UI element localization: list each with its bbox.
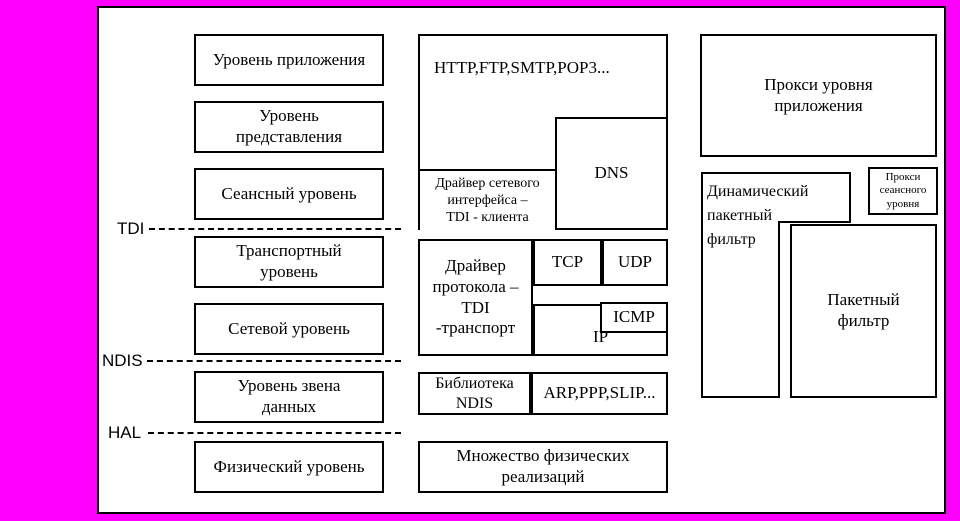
boundary-label-hal: HAL <box>108 423 142 442</box>
osi-layer-transport: Транспортный уровень <box>194 236 384 288</box>
impl-net-interface-driver: Драйвер сетевого интерфейса – TDI - клие… <box>418 169 555 230</box>
security-dynamic-filter-label: Динамический пакетный фильтр <box>707 183 809 248</box>
security-packet-filter: Пакетный фильтр <box>790 224 937 398</box>
impl-ndis-library: Библиотека NDIS <box>418 372 531 415</box>
boundary-label-tdi: TDI <box>117 219 145 238</box>
osi-layer-datalink: Уровень звена данных <box>194 371 384 423</box>
impl-physical-realizations: Множество физических реализаций <box>418 441 668 493</box>
diagram-panel: Уровень приложения Уровень представления… <box>97 6 946 514</box>
security-dynamic-filter-upper <box>701 172 851 221</box>
impl-tcp: TCP <box>533 239 602 286</box>
impl-dns: DNS <box>555 117 668 230</box>
boundary-rule-hal <box>148 432 401 434</box>
security-session-proxy: Прокси сеансного уровня <box>868 167 938 215</box>
osi-layer-application: Уровень приложения <box>194 34 384 86</box>
security-app-proxy: Прокси уровня приложения <box>700 34 937 157</box>
security-dynamic-filter-lower <box>701 221 780 398</box>
osi-layer-presentation: Уровень представления <box>194 101 384 153</box>
impl-protocol-driver: Драйвер протокола – TDI -транспорт <box>418 239 533 356</box>
boundary-label-ndis: NDIS <box>102 351 143 370</box>
security-dynamic-filter-notch <box>778 221 851 223</box>
osi-layer-physical: Физический уровень <box>194 441 384 493</box>
osi-layer-session: Сеансный уровень <box>194 168 384 220</box>
impl-icmp: ICMP <box>600 302 668 333</box>
impl-udp: UDP <box>602 239 668 286</box>
impl-link-protocols: ARP,PPP,SLIP... <box>531 372 668 415</box>
boundary-rule-tdi <box>149 228 401 230</box>
osi-layer-network: Сетевой уровень <box>194 303 384 355</box>
boundary-rule-ndis <box>147 360 401 362</box>
